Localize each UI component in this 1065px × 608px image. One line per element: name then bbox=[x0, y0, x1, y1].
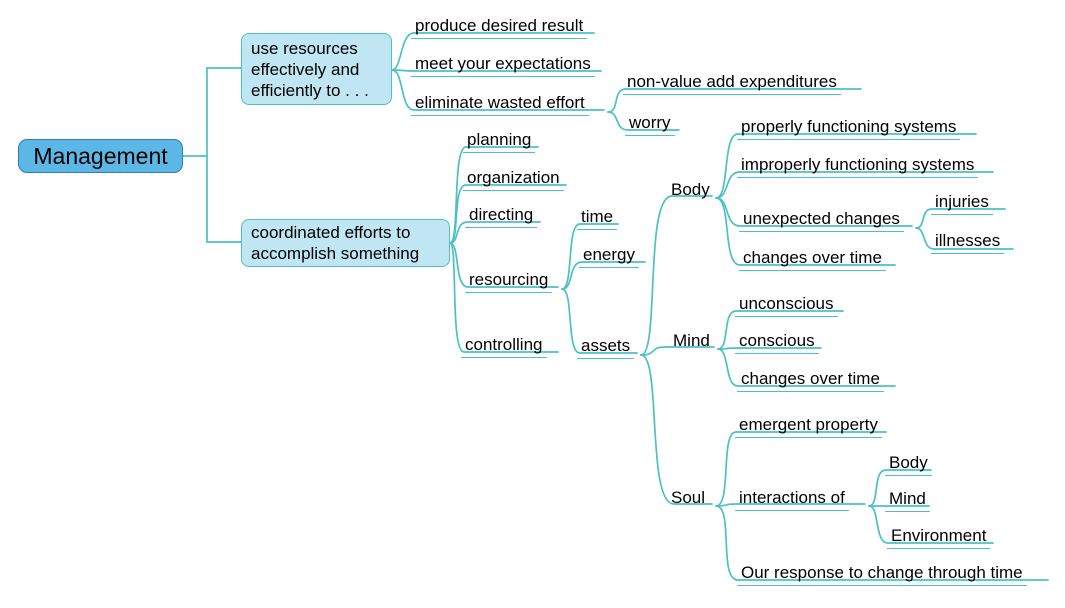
node-worry[interactable]: worry bbox=[625, 113, 675, 136]
node-unconscious[interactable]: unconscious bbox=[735, 294, 838, 317]
node-energy[interactable]: energy bbox=[579, 245, 639, 268]
branch-label-line1: use resources bbox=[251, 38, 358, 58]
wire-coord-planning bbox=[449, 146, 539, 244]
node-assets[interactable]: assets bbox=[577, 336, 635, 359]
node-planning[interactable]: planning bbox=[463, 130, 536, 153]
node-time[interactable]: time bbox=[577, 207, 618, 230]
node-interaction-body[interactable]: Body bbox=[885, 453, 932, 476]
node-improperly-functioning-systems[interactable]: improperly functioning systems bbox=[737, 155, 979, 178]
node-injuries[interactable]: injuries bbox=[931, 192, 993, 215]
node-illnesses[interactable]: illnesses bbox=[931, 231, 1005, 254]
branch-node-coordination[interactable]: coordinated efforts to accomplish someth… bbox=[241, 219, 450, 267]
node-our-response-to-change[interactable]: Our response to change through time bbox=[737, 563, 1027, 586]
branch-node-effectiveness[interactable]: use resources effectively and efficientl… bbox=[241, 33, 392, 105]
node-unexpected-changes[interactable]: unexpected changes bbox=[739, 209, 904, 232]
node-meet-your-expectations[interactable]: meet your expectations bbox=[411, 54, 595, 77]
node-organization[interactable]: organization bbox=[463, 168, 564, 191]
node-non-value-add-expenditures[interactable]: non-value add expenditures bbox=[623, 72, 841, 95]
node-mind[interactable]: Mind bbox=[673, 331, 710, 350]
node-directing[interactable]: directing bbox=[465, 205, 538, 228]
root-node[interactable]: Management bbox=[18, 139, 183, 173]
node-emergent-property[interactable]: emergent property bbox=[735, 415, 882, 438]
node-soul[interactable]: Soul bbox=[671, 488, 706, 507]
branch-label-line1: coordinated efforts to bbox=[251, 223, 411, 242]
branch-label-line3: efficiently to . . . bbox=[251, 80, 369, 100]
node-mind-changes-over-time[interactable]: changes over time bbox=[737, 369, 884, 392]
branch-label-line2: effectively and bbox=[251, 59, 360, 79]
node-controlling[interactable]: controlling bbox=[461, 335, 547, 358]
node-interactions-of[interactable]: interactions of bbox=[735, 488, 849, 511]
node-resourcing[interactable]: resourcing bbox=[465, 270, 553, 293]
node-interaction-environment[interactable]: Environment bbox=[887, 526, 991, 549]
node-body[interactable]: Body bbox=[671, 180, 710, 199]
node-interaction-mind[interactable]: Mind bbox=[885, 489, 930, 512]
node-properly-functioning-systems[interactable]: properly functioning systems bbox=[737, 117, 961, 140]
wire-assets-soul bbox=[640, 354, 713, 505]
node-conscious[interactable]: conscious bbox=[735, 331, 819, 354]
branch-label-line2: accomplish something bbox=[251, 244, 420, 263]
node-body-changes-over-time[interactable]: changes over time bbox=[739, 248, 886, 271]
root-label: Management bbox=[33, 142, 168, 169]
node-produce-desired-result[interactable]: produce desired result bbox=[411, 16, 588, 39]
node-eliminate-wasted-effort[interactable]: eliminate wasted effort bbox=[411, 93, 589, 116]
